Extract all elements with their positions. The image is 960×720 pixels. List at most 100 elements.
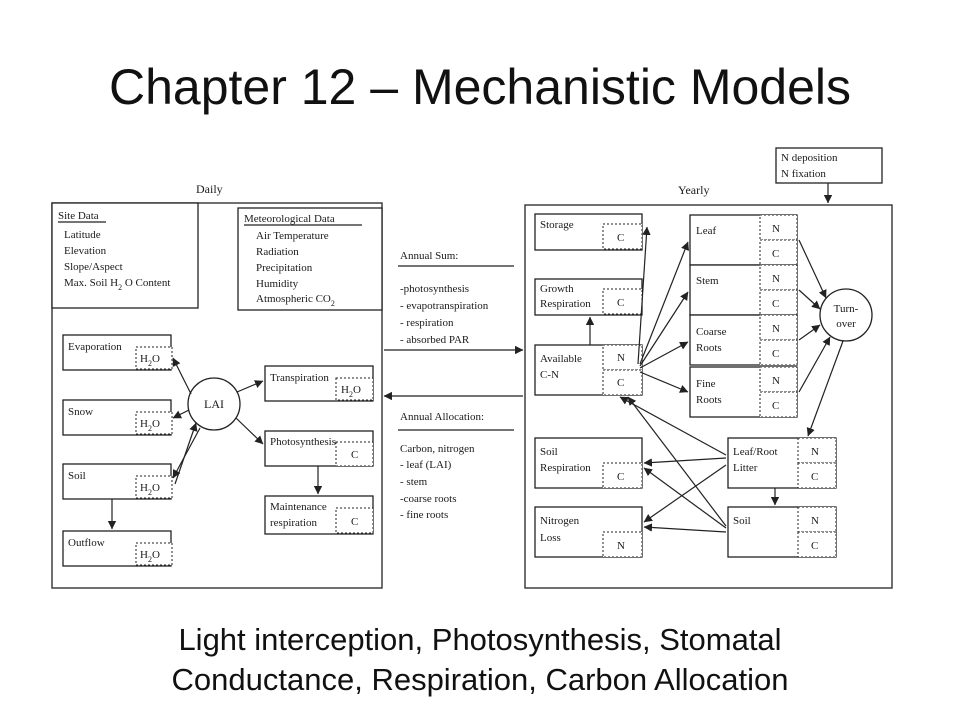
soil-to-soil-respiration-arrow: [643, 467, 727, 529]
svg-text:Growth: Growth: [540, 283, 574, 295]
svg-text:C: C: [772, 248, 779, 260]
annual-sum-note: Annual Sum: -photosynthesis - evapotrans…: [398, 250, 514, 346]
svg-text:Coarse: Coarse: [696, 326, 727, 338]
svg-text:C-N: C-N: [540, 369, 559, 381]
svg-text:- respiration: - respiration: [400, 317, 454, 329]
svg-text:Leaf/Root: Leaf/Root: [733, 446, 778, 458]
coarse-roots-box: Coarse Roots N C: [689, 314, 798, 366]
svg-text:Carbon, nitrogen: Carbon, nitrogen: [400, 443, 475, 455]
svg-text:N: N: [772, 375, 780, 387]
turnover-to-litter-arrow: [806, 340, 844, 437]
svg-text:Available: Available: [540, 353, 582, 365]
leaf-box: Leaf N C: [689, 214, 798, 266]
svg-text:respiration: respiration: [270, 517, 318, 529]
h2o-tag: H2O: [140, 353, 160, 368]
svg-text:N: N: [811, 515, 819, 527]
fine-roots-box: Fine Roots N C: [689, 366, 798, 418]
soil-water-box: Soil H2O: [62, 463, 173, 500]
svg-text:- stem: - stem: [400, 476, 428, 488]
svg-text:Transpiration: Transpiration: [270, 372, 329, 384]
met-precipitation: Precipitation: [256, 262, 313, 274]
svg-text:Evaporation: Evaporation: [68, 341, 122, 353]
svg-text:Respiration: Respiration: [540, 462, 591, 474]
svg-text:Litter: Litter: [733, 462, 758, 474]
svg-text:Leaf: Leaf: [696, 225, 716, 237]
fine-roots-to-turnover-arrow: [798, 336, 831, 393]
svg-text:N: N: [772, 223, 780, 235]
svg-text:LAI: LAI: [204, 397, 224, 411]
svg-text:N: N: [617, 540, 625, 552]
slide-caption: Light interception, Photosynthesis, Stom…: [0, 620, 960, 701]
available-cn-box: Available C-N N C: [534, 344, 643, 396]
svg-text:N: N: [811, 446, 819, 458]
svg-text:Photosynthesis: Photosynthesis: [270, 436, 336, 448]
nitrogen-loss-box: Nitrogen Loss N: [534, 506, 643, 558]
storage-box: Storage C: [534, 213, 643, 251]
annual-allocation-note: Annual Allocation: Carbon, nitrogen - le…: [398, 411, 514, 521]
daily-label: Daily: [196, 182, 223, 196]
svg-text:C: C: [617, 297, 624, 309]
met-radiation: Radiation: [256, 246, 299, 258]
svg-text:C: C: [617, 377, 624, 389]
coarse-roots-to-turnover-arrow: [798, 324, 821, 341]
available-to-storage-arrow: [637, 226, 651, 365]
available-to-coarse-roots-arrow: [639, 341, 689, 369]
svg-text:Turn-: Turn-: [834, 303, 859, 315]
growth-respiration-box: Growth Respiration C: [534, 278, 643, 316]
lai-to-snow-arrow: [172, 409, 190, 419]
lai-to-photosynthesis-arrow: [235, 417, 264, 445]
svg-text:- fine roots: - fine roots: [400, 509, 448, 521]
svg-text:C: C: [772, 298, 779, 310]
svg-text:Loss: Loss: [540, 532, 561, 544]
svg-text:-photosynthesis: -photosynthesis: [400, 283, 469, 295]
h2o-tag: H2O: [140, 482, 160, 497]
svg-text:Snow: Snow: [68, 406, 93, 418]
n-inputs-box: N deposition N fixation: [775, 147, 883, 184]
svg-text:Roots: Roots: [696, 394, 722, 406]
litter-to-soil-respiration-arrow: [643, 457, 727, 467]
svg-text:N fixation: N fixation: [781, 168, 826, 180]
lai-node: LAI: [187, 377, 241, 431]
svg-text:C: C: [772, 400, 779, 412]
litter-box: Leaf/Root Litter N C: [727, 437, 837, 489]
svg-text:over: over: [836, 318, 856, 330]
available-to-leaf-arrow: [639, 241, 689, 365]
met-air-temperature: Air Temperature: [256, 230, 329, 242]
site-latitude: Latitude: [64, 229, 101, 241]
snow-box: Snow H2O: [62, 399, 173, 436]
turnover-node: Turn- over: [819, 288, 873, 342]
svg-text:C: C: [811, 471, 818, 483]
litter-to-available-arrow: [619, 396, 727, 456]
svg-text:Stem: Stem: [696, 275, 719, 287]
lai-to-transpiration-arrow: [236, 380, 264, 393]
photosynthesis-box: Photosynthesis C: [264, 430, 374, 467]
site-elevation: Elevation: [64, 245, 107, 257]
svg-text:- absorbed PAR: - absorbed PAR: [400, 334, 470, 346]
caption-line-1: Light interception, Photosynthesis, Stom…: [178, 622, 782, 657]
meteorological-data-box: Meteorological Data Air Temperature Radi…: [237, 207, 383, 311]
yearly-soil-box: Soil N C: [727, 506, 837, 558]
svg-text:Soil: Soil: [68, 470, 86, 482]
svg-text:N deposition: N deposition: [781, 152, 838, 164]
lai-to-soil-arrow: [172, 427, 201, 479]
svg-text:Annual Allocation:: Annual Allocation:: [400, 411, 484, 423]
site-soil-water: Max. Soil H2 O Content: [64, 277, 170, 292]
svg-text:Outflow: Outflow: [68, 537, 105, 549]
svg-text:- leaf (LAI): - leaf (LAI): [400, 459, 452, 471]
svg-text:C: C: [351, 449, 358, 461]
svg-text:N: N: [617, 352, 625, 364]
stem-box: Stem N C: [689, 264, 798, 316]
site-slope-aspect: Slope/Aspect: [64, 261, 123, 273]
svg-text:C: C: [351, 516, 358, 528]
soil-respiration-box: Soil Respiration C: [534, 437, 643, 489]
outflow-box: Outflow H2O: [62, 530, 173, 567]
met-co2: Atmospheric CO2: [256, 293, 335, 308]
h2o-tag: H2O: [341, 384, 361, 399]
transpiration-box: Transpiration H2O: [264, 365, 374, 402]
met-data-title: Meteorological Data: [244, 213, 335, 225]
svg-text:C: C: [772, 348, 779, 360]
lai-to-evaporation-arrow: [172, 357, 192, 395]
litter-to-nitrogen-loss-arrow: [643, 464, 727, 523]
svg-text:C: C: [617, 232, 624, 244]
